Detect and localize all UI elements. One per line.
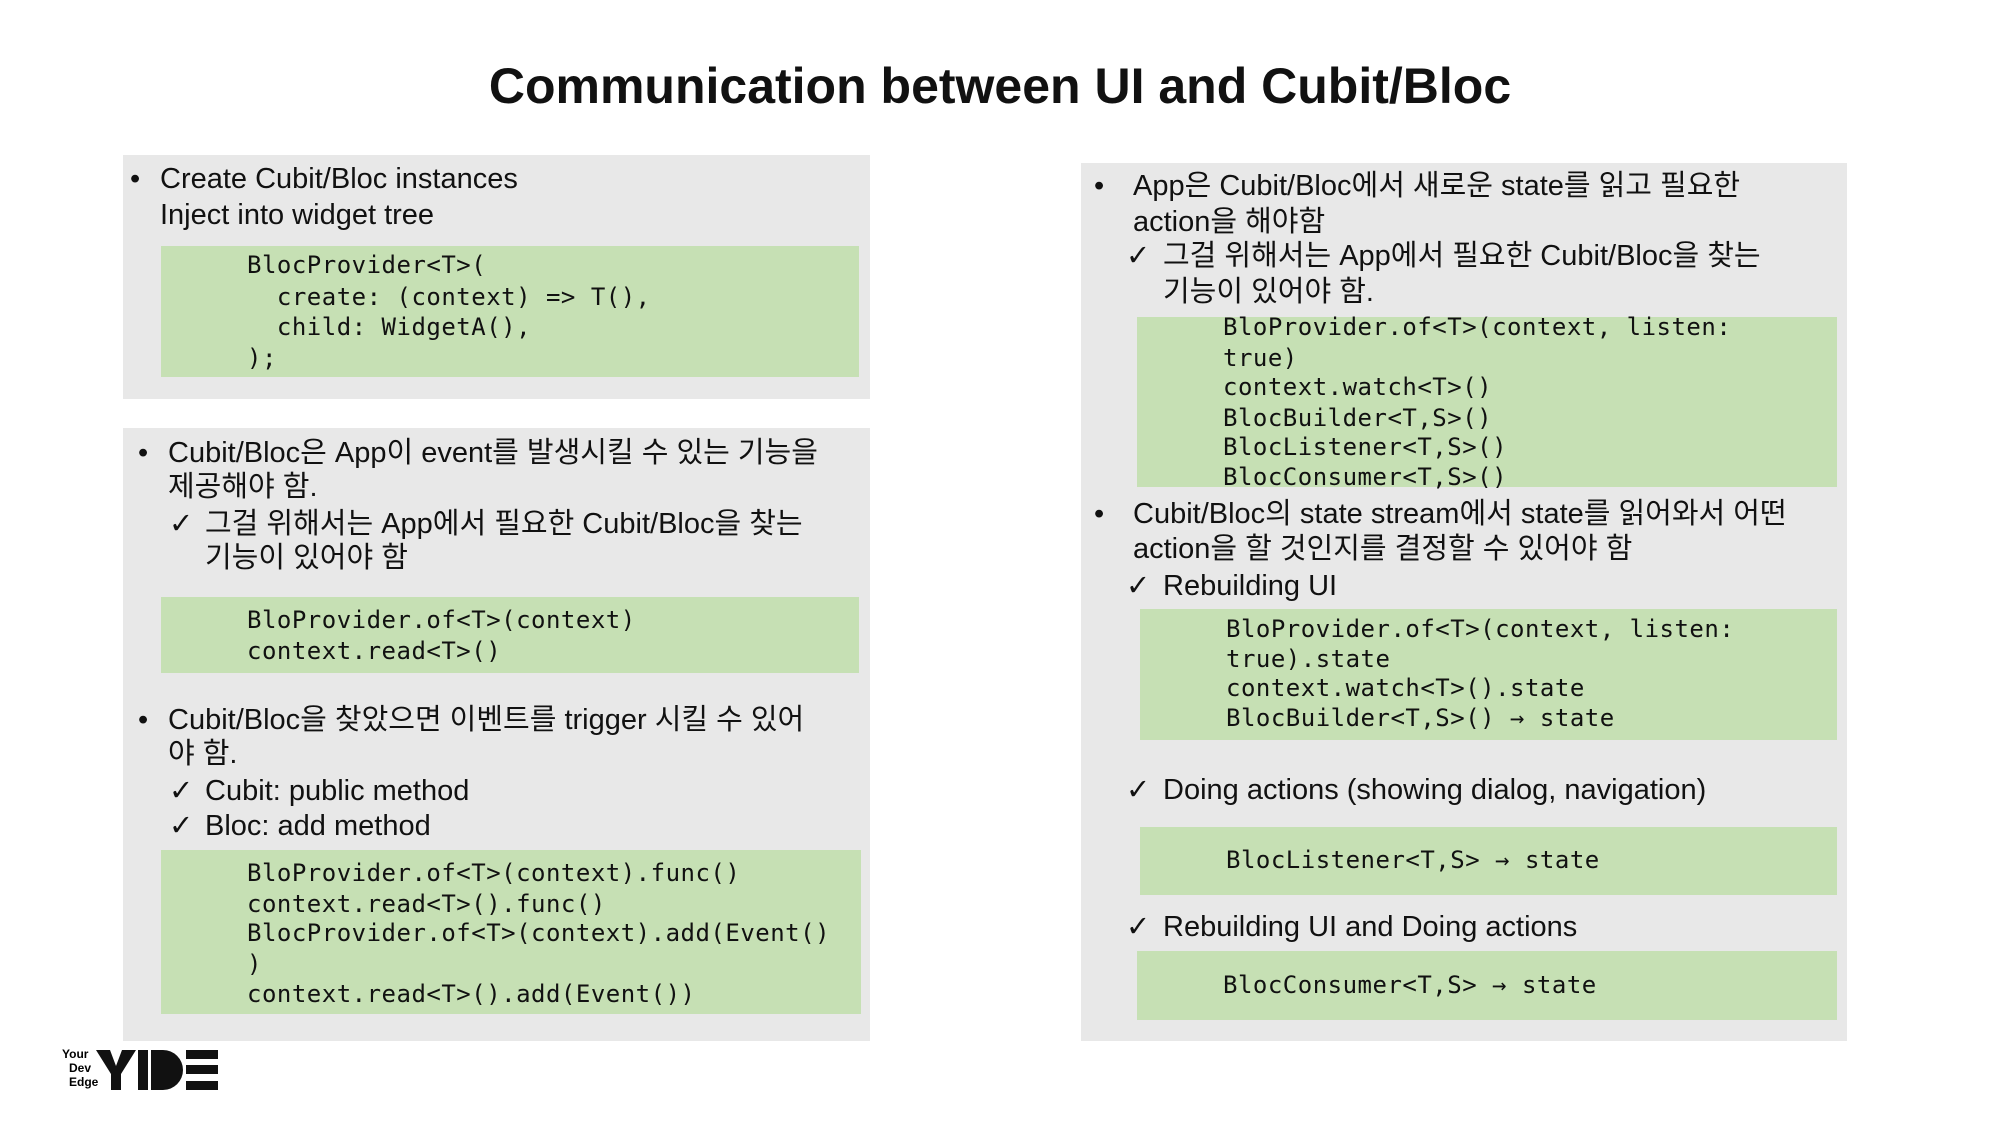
code-line: true).state <box>1226 645 1391 673</box>
code-line: BlocProvider.of<T>(context).add(Event() <box>247 919 831 947</box>
code-block-watch <box>1137 317 1837 487</box>
bullet-text: Cubit/Bloc의 state stream에서 state를 읽어와서 어… <box>1133 498 1787 530</box>
bullet-text: App은 Cubit/Bloc에서 새로운 state를 읽고 필요한 <box>1133 170 1741 202</box>
bullet-text: 야 함. <box>168 738 238 770</box>
bullet-icon: • <box>1094 498 1105 530</box>
code-block-find-bloc <box>161 597 859 673</box>
code-line: BlocListener<T,S> → state <box>1226 846 1600 874</box>
slide-title: Communication between UI and Cubit/Bloc <box>488 58 1512 114</box>
bullet-icon: • <box>1094 170 1105 202</box>
code-line: BlocBuilder<T,S>() → state <box>1226 704 1615 732</box>
bullet-text: 기능이 있어야 함. <box>1163 276 1374 308</box>
code-line: BloProvider.of<T>(context, listen: <box>1226 615 1735 643</box>
checkmark-icon: ✓ <box>169 810 194 842</box>
checkmark-icon: ✓ <box>169 775 194 807</box>
bullet-text: Cubit/Bloc을 찾았으면 이벤트를 trigger 시킬 수 있어 <box>168 704 805 736</box>
bullet-text: action을 할 것인지를 결정할 수 있어야 함 <box>1133 533 1633 565</box>
code-line: BlocProvider<T>( <box>247 251 487 279</box>
checkmark-icon: ✓ <box>169 508 194 540</box>
code-block-consumer <box>1137 951 1837 1020</box>
code-line: true) <box>1223 344 1298 372</box>
bullet-text: 그걸 위해서는 App에서 필요한 Cubit/Bloc을 찾는 <box>205 508 803 540</box>
bullet-text: 그걸 위해서는 App에서 필요한 Cubit/Bloc을 찾는 <box>1163 240 1761 272</box>
code-line: BloProvider.of<T>(context) <box>247 606 636 634</box>
svg-text:Your: Your <box>62 1047 89 1061</box>
code-block-bloc-provider <box>161 246 859 377</box>
code-line: child: WidgetA(), <box>247 313 532 341</box>
bullet-text: Create Cubit/Bloc instances <box>160 163 518 195</box>
bullet-text: Inject into widget tree <box>160 199 435 231</box>
bullet-icon: • <box>138 437 149 469</box>
bullet-icon: • <box>138 704 149 736</box>
bullet-text: Bloc: add method <box>205 810 431 842</box>
code-line: BlocConsumer<T,S>() <box>1223 463 1508 491</box>
code-line: BlocListener<T,S>() <box>1223 433 1508 461</box>
code-line: BlocConsumer<T,S> → state <box>1223 971 1597 999</box>
code-line: BloProvider.of<T>(context).func() <box>247 859 741 887</box>
code-block-rebuild <box>1140 609 1837 740</box>
code-line: context.read<T>().add(Event()) <box>247 980 696 1008</box>
svg-text:Dev: Dev <box>69 1061 91 1075</box>
checkmark-icon: ✓ <box>1126 774 1151 806</box>
bullet-text: Cubit: public method <box>205 775 470 807</box>
svg-text:Edge: Edge <box>69 1075 99 1089</box>
code-line: context.read<T>().func() <box>247 890 606 918</box>
yde-logo: Your Dev Edge <box>62 1047 218 1090</box>
code-line: context.watch<T>().state <box>1226 674 1585 702</box>
bullet-icon: • <box>130 163 141 195</box>
bullet-text: action을 해야함 <box>1133 206 1326 238</box>
bullet-text: 제공해야 함. <box>168 471 318 503</box>
code-line: BloProvider.of<T>(context, listen: <box>1223 313 1732 341</box>
bullet-text: Rebuilding UI and Doing actions <box>1163 911 1578 943</box>
code-line: BlocBuilder<T,S>() <box>1223 404 1493 432</box>
code-line: context.read<T>() <box>247 637 502 665</box>
checkmark-icon: ✓ <box>1126 911 1151 943</box>
code-line: ) <box>247 950 262 978</box>
code-block-trigger <box>161 850 861 1014</box>
code-block-listener <box>1140 827 1837 895</box>
code-line: create: (context) => T(), <box>247 283 651 311</box>
checkmark-icon: ✓ <box>1126 240 1151 272</box>
bullet-text: Cubit/Bloc은 App이 event를 발생시킬 수 있는 기능을 <box>168 437 818 469</box>
code-line: context.watch<T>() <box>1223 373 1493 401</box>
bullet-text: Rebuilding UI <box>1163 570 1338 602</box>
bullet-text: Doing actions (showing dialog, navigatio… <box>1163 774 1707 806</box>
bullet-text: 기능이 있어야 함 <box>205 542 408 574</box>
code-line: ); <box>247 344 277 372</box>
checkmark-icon: ✓ <box>1126 570 1151 602</box>
